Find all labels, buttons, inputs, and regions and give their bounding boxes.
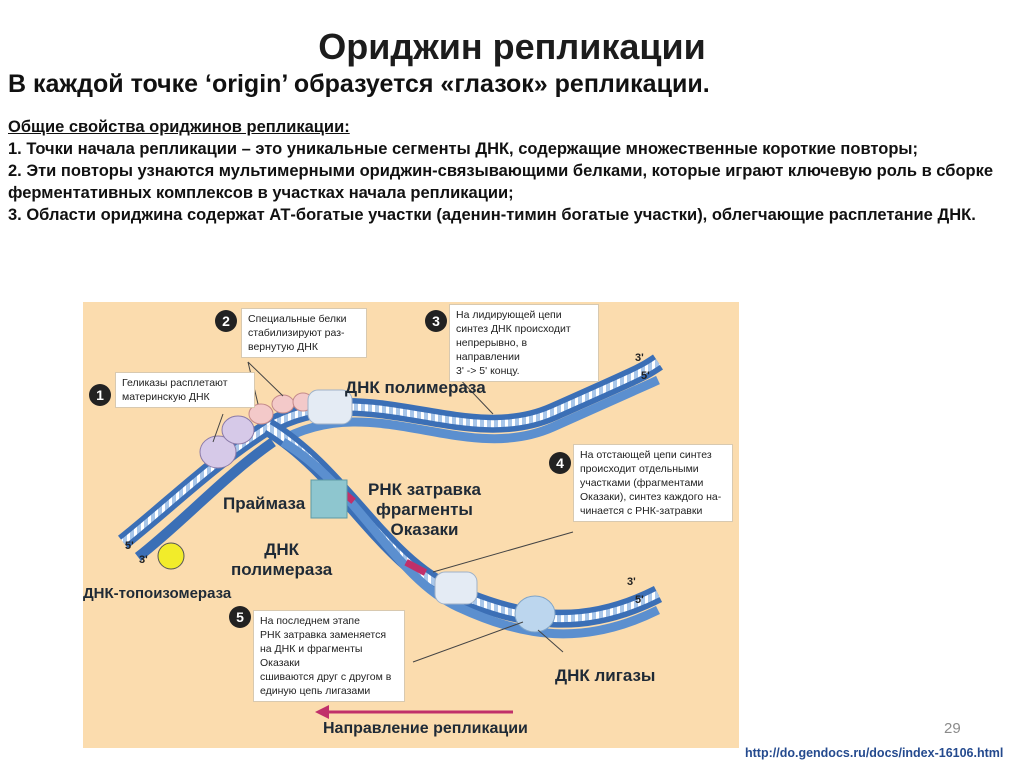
callout-lagging-strand: На отстающей цепи синтез происходит отде…	[573, 444, 733, 522]
origin-properties: Общие свойства ориджинов репликации: 1. …	[8, 116, 1008, 226]
callout-number-3: 3	[425, 310, 447, 332]
callout-number-4: 4	[549, 452, 571, 474]
primase	[310, 479, 348, 519]
label-replication-direction: Направление репликации	[323, 720, 528, 737]
property-item-2: 2. Эти повторы узнаются мультимерными ор…	[8, 162, 994, 202]
callout-stabilizing-proteins: Специальные белки стабилизируют раз- вер…	[241, 308, 367, 358]
strand-end-bottom-3: 3'	[627, 576, 636, 588]
strand-end-top-3: 3'	[635, 352, 644, 364]
label-dna-ligase: ДНК лигазы	[555, 666, 656, 685]
topoisomerase	[157, 542, 185, 570]
replication-diagram: 1 Геликазы расплетают материнскую ДНК 2 …	[83, 302, 739, 748]
label-rna-primer-okazaki: РНК затравка фрагменты Оказаки	[368, 480, 481, 539]
replication-fork-graphic	[118, 354, 663, 719]
stabilizing-protein	[248, 403, 274, 425]
callout-leading-strand: На лидирующей цепи синтез ДНК происходит…	[449, 304, 599, 382]
properties-heading: Общие свойства ориджинов репликации:	[8, 118, 350, 136]
dna-polymerase	[434, 571, 478, 605]
dna-ligase	[514, 595, 556, 633]
strand-end-top-5: 5'	[641, 370, 650, 382]
label-dna-polymerase-bottom: ДНК полимераза	[231, 540, 333, 579]
rna-primer	[404, 559, 428, 576]
callout-helicase: Геликазы расплетают материнскую ДНК	[115, 372, 255, 408]
direction-arrowhead	[315, 705, 329, 719]
subtitle: В каждой точке ‘origin’ образуется «глаз…	[8, 70, 710, 98]
property-item-3: 3. Области ориджина содержат АТ-богатые …	[8, 206, 976, 224]
stabilizing-protein	[271, 394, 295, 414]
strand-end-left-5: 5'	[125, 540, 134, 552]
helicase	[199, 435, 237, 469]
callout-number-5: 5	[229, 606, 251, 628]
strand-end-bottom-5: 5'	[635, 594, 644, 606]
dna-polymerase	[307, 389, 353, 425]
callout-number-1: 1	[89, 384, 111, 406]
property-item-1: 1. Точки начала репликации – это уникаль…	[8, 140, 918, 158]
helicase	[221, 415, 255, 445]
label-topoisomerase: ДНК-топоизомераза	[83, 585, 232, 602]
source-link[interactable]: http://do.gendocs.ru/docs/index-16106.ht…	[745, 746, 1004, 760]
callout-number-2: 2	[215, 310, 237, 332]
strand-end-left-3: 3'	[139, 554, 148, 566]
callout-ligation: На последнем этапе РНК затравка заменяет…	[253, 610, 405, 702]
label-primase: Праймаза	[223, 494, 306, 513]
page-number: 29	[944, 720, 961, 737]
slide-title: Ориджин репликации	[318, 26, 706, 67]
label-dna-polymerase-top: ДНК полимераза	[345, 378, 486, 397]
